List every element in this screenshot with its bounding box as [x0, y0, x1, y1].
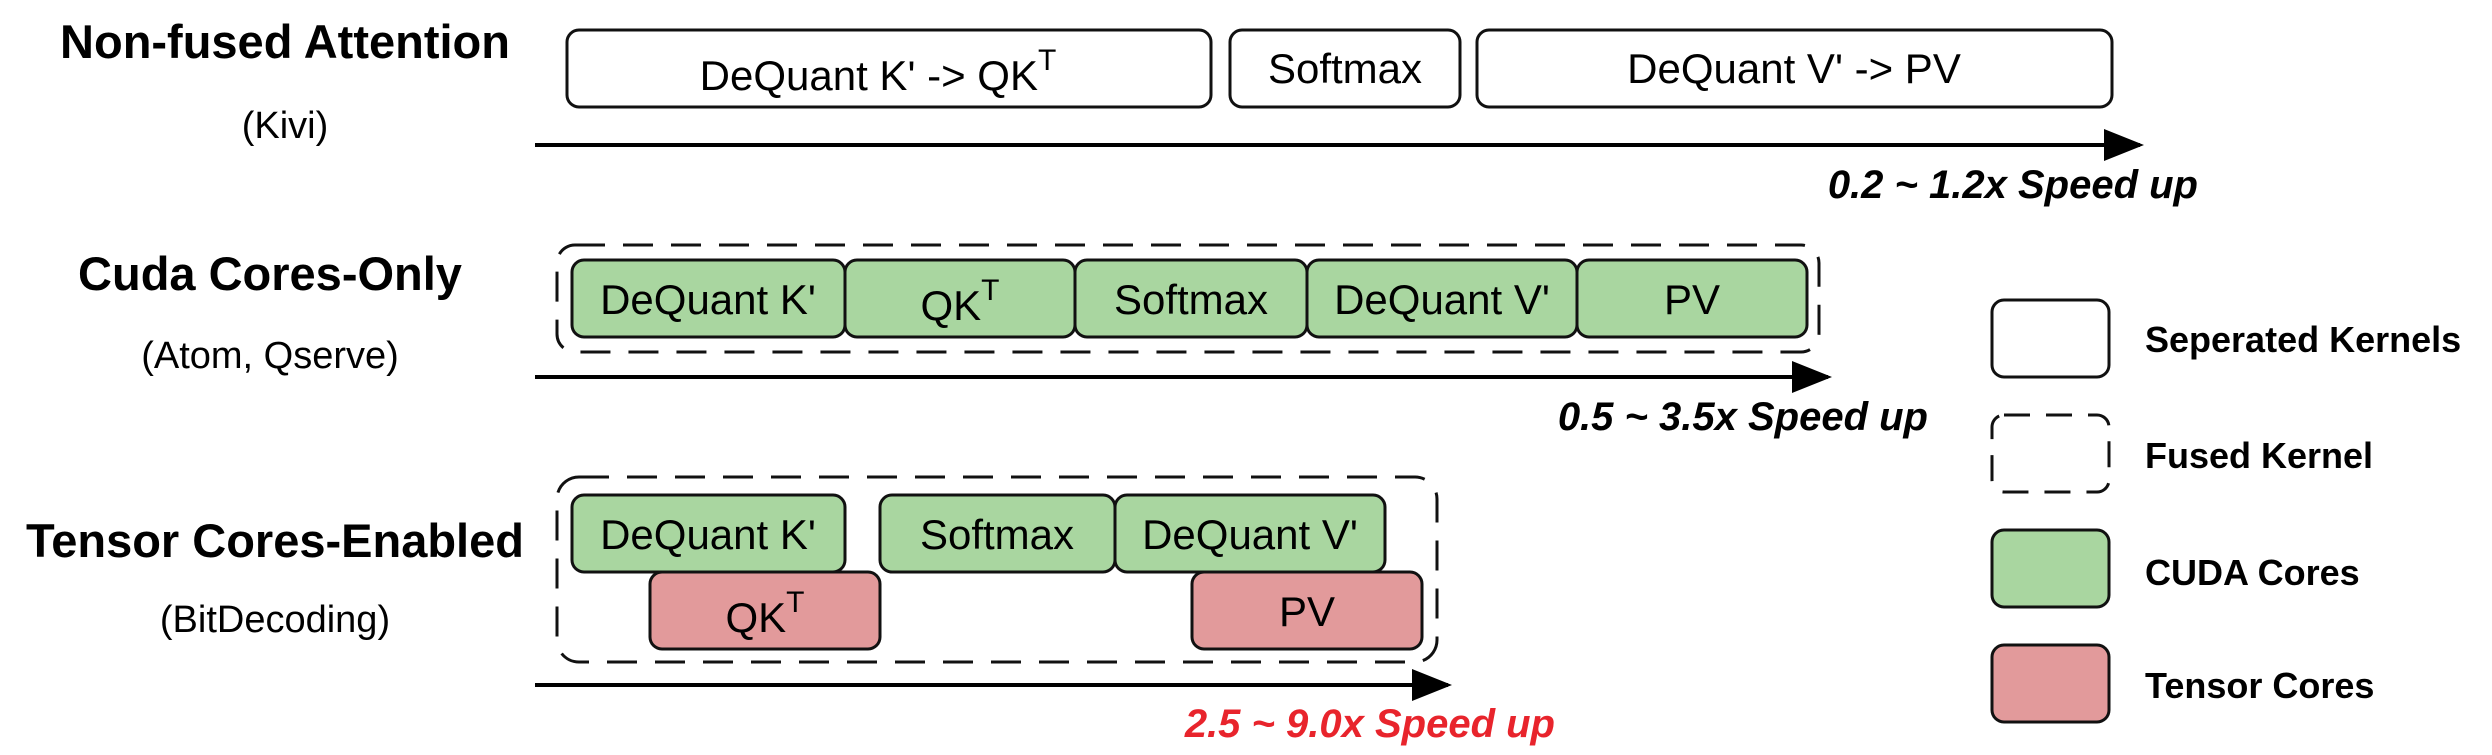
box-label: DeQuant K'	[600, 276, 816, 323]
kernel-box-dequant-k-qk: DeQuant K' -> QKT	[565, 28, 1213, 109]
kernel-box-softmax: Softmax	[1228, 28, 1462, 109]
row-subtitle: (BitDecoding)	[160, 599, 390, 641]
svg-text:QKT: QKT	[725, 586, 804, 641]
svg-text:DeQuant K' -> QKT: DeQuant K' -> QKT	[700, 44, 1057, 99]
kernel-box-dequant-k: DeQuant K'	[570, 493, 847, 574]
box-label: DeQuant K' -> QK	[700, 52, 1038, 99]
kernel-box-softmax: Softmax	[1073, 258, 1309, 339]
legend-label: Seperated Kernels	[2145, 319, 2461, 360]
legend-label: Fused Kernel	[2145, 435, 2373, 476]
legend-item-fused-kernel: Fused Kernel	[1990, 413, 2373, 494]
kernel-box-dequant-v-pv: DeQuant V' -> PV	[1475, 28, 2114, 109]
row-title: Cuda Cores-Only	[78, 247, 462, 300]
box-label: QK	[920, 282, 981, 329]
kernel-box-qk: QKT	[843, 258, 1077, 339]
kernel-box-dequant-k: DeQuant K'	[570, 258, 847, 339]
legend-label: CUDA Cores	[2145, 552, 2360, 593]
legend-swatch	[1990, 643, 2111, 724]
legend-label: Tensor Cores	[2145, 665, 2374, 706]
legend: Seperated Kernels Fused Kernel CUDA Core…	[1990, 298, 2461, 724]
box-label: DeQuant V'	[1334, 276, 1550, 323]
speedup-label: 0.5 ~ 3.5x Speed up	[1558, 395, 1928, 439]
superscript: T	[981, 274, 999, 307]
speedup-label: 0.2 ~ 1.2x Speed up	[1828, 163, 2198, 207]
kernel-box-dequant-v: DeQuant V'	[1113, 493, 1387, 574]
box-label: DeQuant V'	[1142, 511, 1358, 558]
superscript: T	[786, 586, 804, 619]
speedup-label: 2.5 ~ 9.0x Speed up	[1184, 702, 1555, 746]
fused-kernel-boundary	[555, 243, 1821, 354]
legend-item-tensor-cores: Tensor Cores	[1990, 643, 2374, 724]
kernel-box-softmax: Softmax	[878, 493, 1117, 574]
kernel-box-pv: PV	[1575, 258, 1809, 339]
legend-swatch	[1990, 298, 2111, 379]
row-cuda-cores-only: Cuda Cores-Only (Atom, Qserve) DeQuant K…	[78, 243, 1928, 439]
row-title: Tensor Cores-Enabled	[26, 514, 524, 567]
box-label: Softmax	[1114, 276, 1268, 323]
fused-kernel-boundary	[555, 475, 1439, 664]
box-label: DeQuant K'	[600, 511, 816, 558]
kernel-box-pv: PV	[1190, 570, 1424, 651]
box-label: PV	[1279, 588, 1335, 635]
legend-swatch	[1990, 528, 2111, 609]
box-label: PV	[1664, 276, 1720, 323]
superscript: T	[1038, 44, 1056, 77]
kernel-box-qk: QKT	[648, 570, 882, 651]
box-label: Softmax	[1268, 45, 1422, 92]
row-non-fused: Non-fused Attention (Kivi) DeQuant K' ->…	[60, 15, 2198, 207]
legend-item-separated-kernels: Seperated Kernels	[1990, 298, 2461, 379]
box-label: DeQuant V' -> PV	[1627, 45, 1961, 92]
svg-text:QKT: QKT	[920, 274, 999, 329]
row-subtitle: (Atom, Qserve)	[141, 335, 399, 377]
legend-item-cuda-cores: CUDA Cores	[1990, 528, 2360, 609]
row-tensor-cores-enabled: Tensor Cores-Enabled (BitDecoding) DeQua…	[26, 475, 1555, 746]
legend-swatch	[1990, 413, 2111, 494]
row-subtitle: (Kivi)	[242, 105, 329, 147]
box-label: QK	[725, 594, 786, 641]
kernel-box-dequant-v: DeQuant V'	[1305, 258, 1579, 339]
row-title: Non-fused Attention	[60, 15, 510, 68]
box-label: Softmax	[920, 511, 1074, 558]
